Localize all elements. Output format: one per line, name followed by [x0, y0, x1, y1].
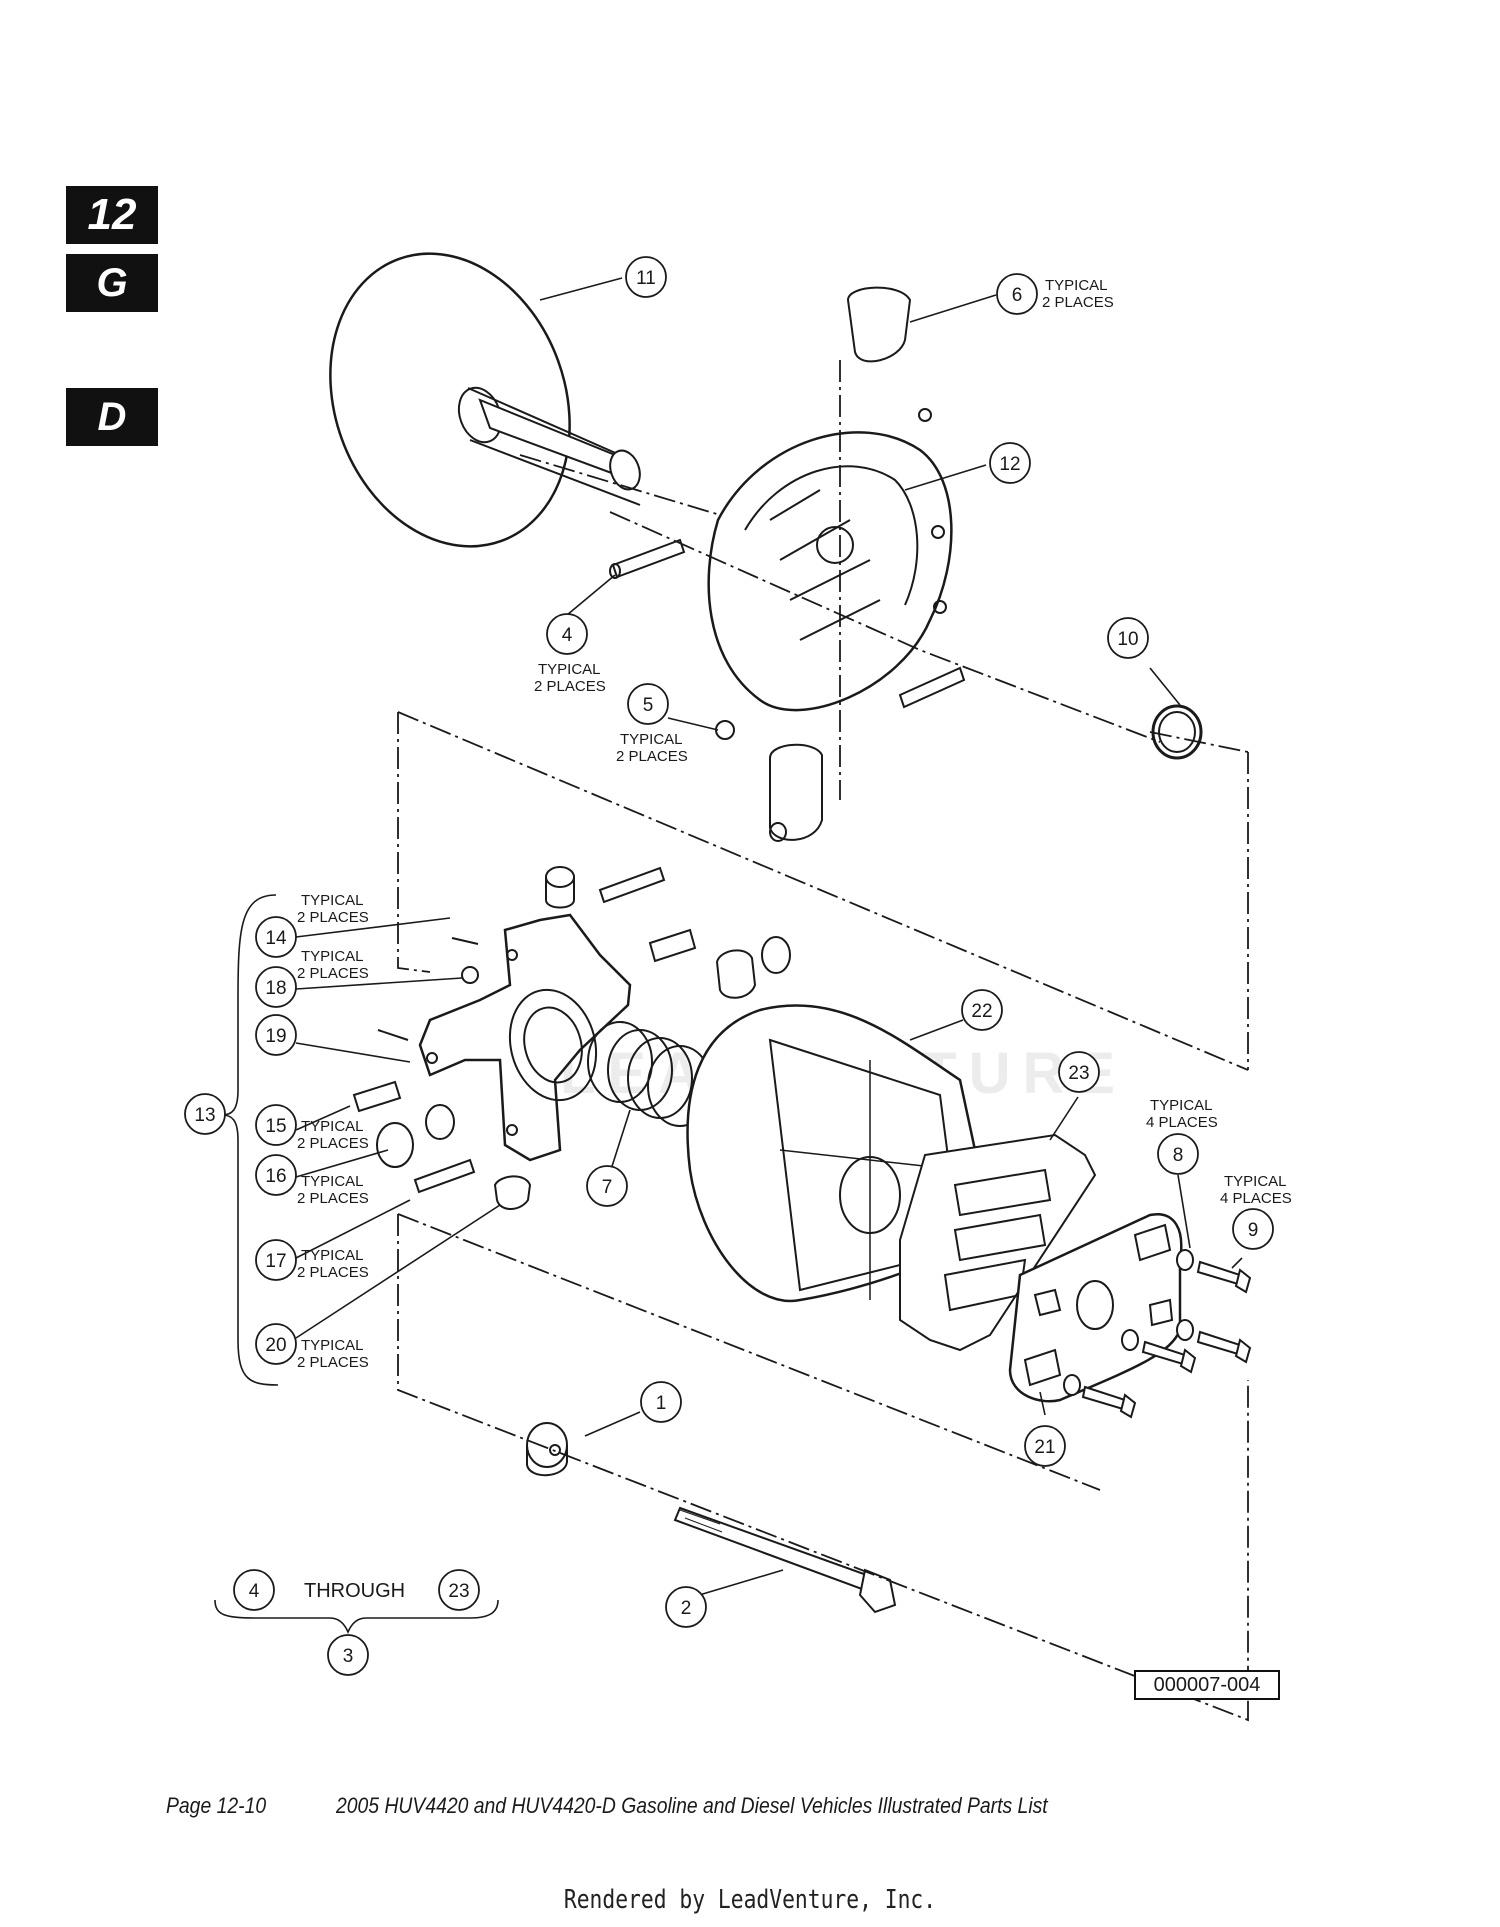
label-20: 20 [265, 1335, 286, 1356]
callout-19 [255, 1014, 297, 1056]
rendered-by-credit: Rendered by LeadVenture, Inc. [563, 1885, 937, 1915]
spider-assembly-part [352, 866, 791, 1210]
note-places: 2 PLACES [297, 909, 369, 926]
label-6: 6 [1012, 285, 1023, 306]
label-11: 11 [636, 268, 656, 289]
note-typical: TYPICAL [620, 731, 683, 748]
callout-11 [625, 256, 667, 298]
label-19: 19 [265, 1026, 286, 1047]
label-14: 14 [265, 928, 287, 949]
note-typical: TYPICAL [301, 1247, 364, 1264]
label-13: 13 [194, 1105, 215, 1126]
callout-17 [255, 1239, 297, 1281]
note-typical: TYPICAL [301, 1337, 364, 1354]
note-places: 2 PLACES [297, 1135, 369, 1152]
assembly-boundary-lines [397, 360, 1249, 1722]
label-22: 22 [971, 1001, 992, 1022]
chapter-tab: 12 [66, 186, 158, 244]
label-7: 7 [602, 1177, 613, 1198]
callout-23 [1058, 1051, 1100, 1093]
callout-15 [255, 1104, 297, 1146]
bolt-washer-part [526, 1422, 897, 1614]
note-places: 2 PLACES [534, 678, 606, 695]
note-places: 2 PLACES [616, 748, 688, 765]
typical-notes: TYPICAL 2 PLACES TYPICAL 2 PLACES TYPICA… [297, 277, 1292, 1371]
drive-sheave-part [329, 252, 641, 548]
label-1: 1 [656, 1393, 667, 1414]
group-tab: G [66, 254, 158, 312]
callout-18 [255, 966, 297, 1008]
label-17: 17 [265, 1251, 286, 1272]
callout-14 [255, 916, 297, 958]
callout-21 [1024, 1425, 1066, 1467]
callout-9 [1232, 1208, 1274, 1250]
page-number: Page 12-10 [166, 1793, 267, 1818]
callout-2 [665, 1586, 707, 1628]
note-places: 2 PLACES [297, 1354, 369, 1371]
label-3: 3 [343, 1646, 354, 1667]
callout-10 [1107, 617, 1149, 659]
ramp-weight-part [769, 286, 912, 842]
note-places: 4 PLACES [1146, 1114, 1218, 1131]
label-16: 16 [265, 1166, 286, 1187]
label-4: 4 [562, 625, 573, 646]
note-typical: TYPICAL [1150, 1097, 1213, 1114]
callout-22 [961, 989, 1003, 1031]
callout-4-through [233, 1569, 275, 1611]
callout-3 [327, 1634, 369, 1676]
figure-number: 000007-004 [1134, 1670, 1280, 1700]
note-places: 2 PLACES [297, 965, 369, 982]
leader-lines [214, 277, 1243, 1635]
callout-16 [255, 1154, 297, 1196]
callout-numbers: 11 6 12 4 10 5 14 18 19 13 15 16 17 20 7… [194, 268, 1258, 1667]
label-5: 5 [643, 695, 654, 716]
label-21: 21 [1034, 1437, 1055, 1458]
label-15: 15 [265, 1116, 286, 1137]
callout-23-through [438, 1569, 480, 1611]
spring-part [587, 1021, 713, 1127]
label-18: 18 [265, 978, 286, 999]
document-title: 2005 HUV4420 and HUV4420-D Gasoline and … [336, 1793, 1048, 1818]
note-typical: TYPICAL [301, 892, 364, 909]
callout-13 [184, 1093, 226, 1135]
note-places: 2 PLACES [1042, 294, 1114, 311]
label-8: 8 [1173, 1145, 1184, 1166]
callout-5 [627, 683, 669, 725]
callout-12 [989, 442, 1031, 484]
note-places: 2 PLACES [297, 1264, 369, 1281]
callout-circles [184, 256, 1274, 1676]
note-typical: TYPICAL [538, 661, 601, 678]
callout-4 [546, 613, 588, 655]
note-typical: TYPICAL [1224, 1173, 1287, 1190]
callout-7 [586, 1165, 628, 1207]
label-23-through: 23 [448, 1581, 469, 1602]
label-9: 9 [1248, 1220, 1259, 1241]
note-places: 2 PLACES [297, 1190, 369, 1207]
through-label: THROUGH [304, 1580, 405, 1602]
callout-20 [255, 1323, 297, 1365]
label-10: 10 [1117, 629, 1138, 650]
hardware-part [609, 538, 1203, 760]
note-typical: TYPICAL [1045, 277, 1108, 294]
note-typical: TYPICAL [301, 948, 364, 965]
label-12: 12 [999, 454, 1020, 475]
cover-plate-part [1008, 1212, 1183, 1403]
moveable-sheave-part [707, 408, 953, 712]
callout-8 [1157, 1133, 1199, 1175]
gasket-part [899, 1133, 1097, 1352]
callout-6 [996, 273, 1038, 315]
model-tab: D [66, 388, 158, 446]
screw-washer-part [1063, 1249, 1252, 1419]
label-23: 23 [1068, 1063, 1089, 1084]
label-4-through: 4 [249, 1581, 260, 1602]
note-places: 4 PLACES [1220, 1190, 1292, 1207]
note-typical: TYPICAL [301, 1173, 364, 1190]
note-typical: TYPICAL [301, 1118, 364, 1135]
label-2: 2 [681, 1598, 692, 1619]
callout-1 [640, 1381, 682, 1423]
